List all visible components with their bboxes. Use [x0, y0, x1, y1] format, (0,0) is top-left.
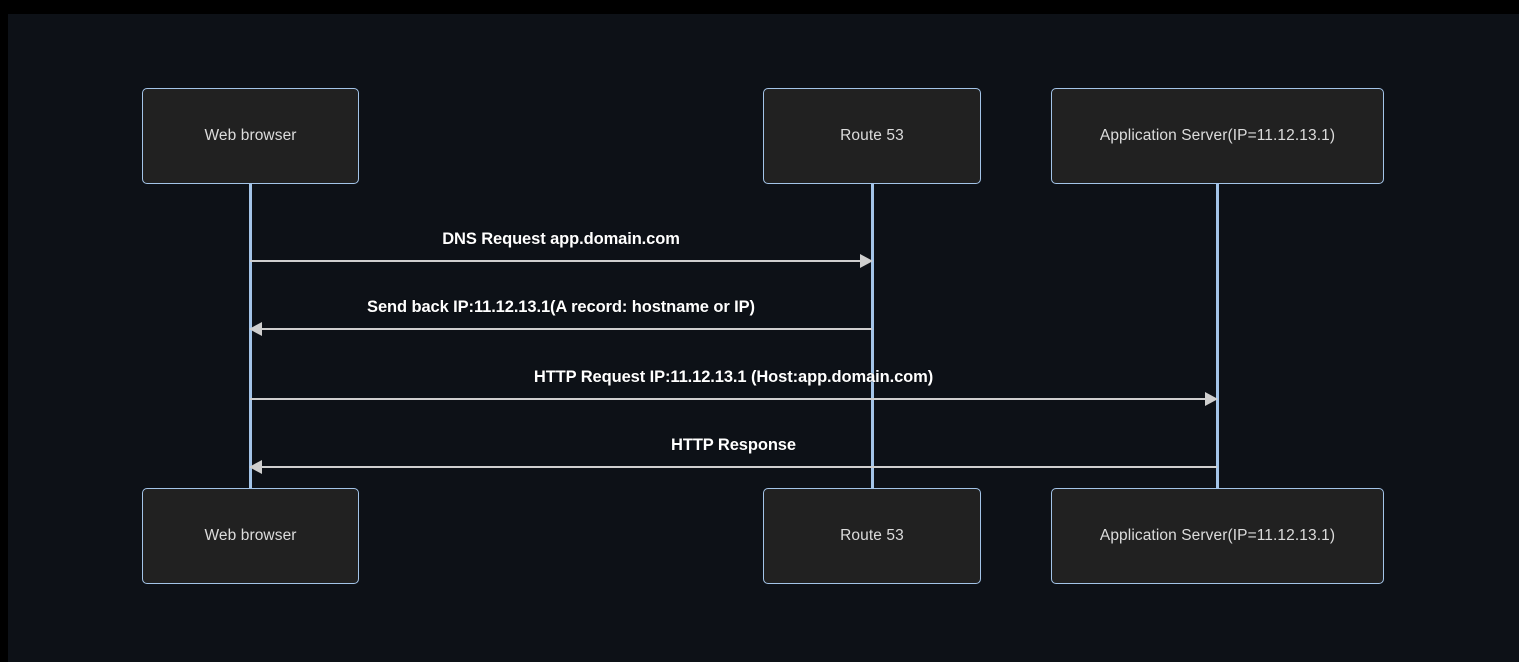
message-line-http-request: [250, 398, 1217, 400]
lifeline-application-server: [1215, 184, 1219, 488]
message-label-http-request: HTTP Request IP:11.12.13.1 (Host:app.dom…: [533, 368, 934, 386]
message-line-http-response: [250, 466, 1217, 468]
actor-label-route-53: Route 53: [840, 127, 904, 144]
message-label-http-response: HTTP Response: [671, 436, 796, 454]
actor-label-web-browser: Web browser: [204, 527, 297, 544]
actor-label-application-server: Application Server(IP=11.12.13.1): [1099, 527, 1336, 544]
actor-box-route-53-bottom[interactable]: Route 53: [763, 488, 981, 584]
arrowhead-right-icon: [860, 253, 873, 268]
actor-box-application-server-bottom[interactable]: Application Server(IP=11.12.13.1): [1051, 488, 1384, 584]
arrowhead-left-icon: [249, 459, 262, 474]
message-label-dns-response: Send back IP:11.12.13.1(A record: hostna…: [367, 298, 755, 316]
actor-box-web-browser-top[interactable]: Web browser: [142, 88, 359, 184]
actor-label-web-browser: Web browser: [204, 127, 297, 144]
actor-box-web-browser-bottom[interactable]: Web browser: [142, 488, 359, 584]
actor-box-application-server-top[interactable]: Application Server(IP=11.12.13.1): [1051, 88, 1384, 184]
arrowhead-left-icon: [249, 321, 262, 336]
lifeline-route-53: [870, 184, 874, 488]
actor-label-application-server: Application Server(IP=11.12.13.1): [1099, 127, 1336, 144]
message-line-dns-response: [250, 328, 872, 330]
actor-label-route-53: Route 53: [840, 527, 904, 544]
actor-box-route-53-top[interactable]: Route 53: [763, 88, 981, 184]
arrowhead-right-icon: [1205, 391, 1218, 406]
lifeline-web-browser: [248, 184, 252, 488]
message-line-dns-request: [250, 260, 872, 262]
message-label-dns-request: DNS Request app.domain.com: [442, 230, 680, 248]
